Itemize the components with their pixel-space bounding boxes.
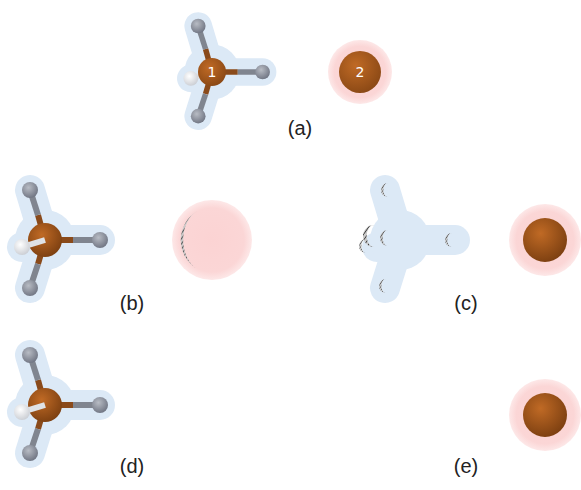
panel-label: (b) <box>120 293 144 313</box>
panel-label: (a) <box>288 118 312 138</box>
atom-number: 1 <box>208 65 217 79</box>
atom-number: 2 <box>356 65 365 79</box>
panel-label: (c) <box>454 293 477 313</box>
panel-label: (e) <box>454 456 478 476</box>
atom-circle: 1 <box>198 58 226 86</box>
atom-circle: 2 <box>339 51 381 93</box>
panel-label: (d) <box>120 456 144 476</box>
